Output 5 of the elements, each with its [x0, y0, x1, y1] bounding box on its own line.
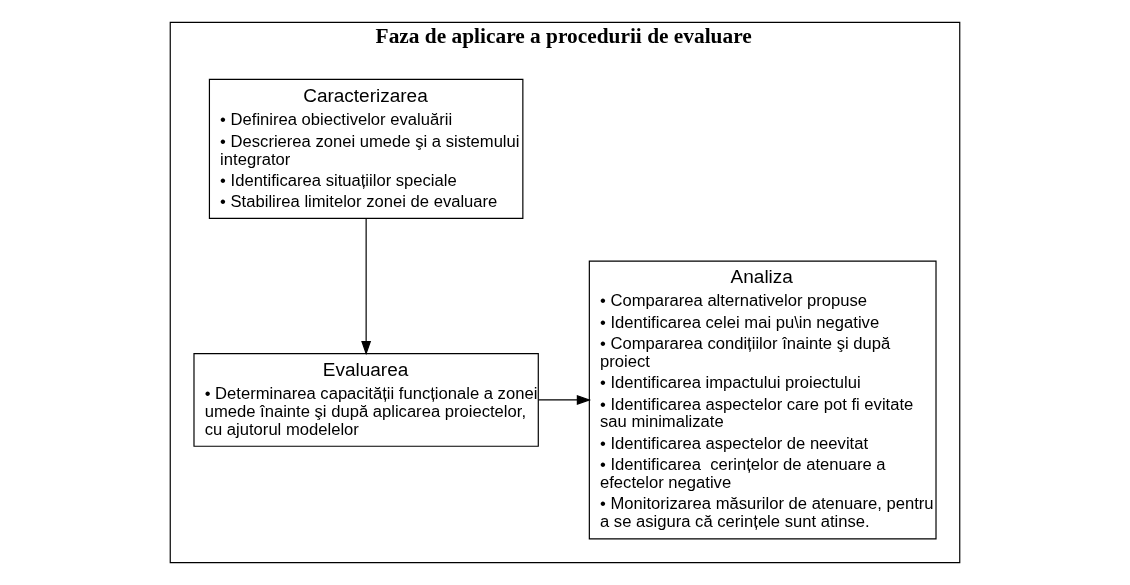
node-box: Evaluarea • Determinarea capacității funcționale a zonei umede înainte şi după aplicarea proiectelor, cu ajutorul modelelor — [193, 353, 539, 447]
node-box: Analiza • Compararea alternativelor propuse • Identificarea celei mai pu\in negative • Compararea condițiilor înainte şi după proiect • Identificarea impactului proiectului • Identificarea aspectelor care pot fi evitate sau minimalizate • Identificarea aspectelor de neevitat • Identificarea cerințelor de atenuare a efectelor negative • Monitorizarea măsurilor de atenuare, pentru a se asigura că cerințele sunt atinse. — [588, 260, 937, 540]
arrow — [361, 217, 372, 356]
node-box: Caracterizarea • Definirea obiectivelor evaluării • Descrierea zonei umede şi a sistemului integrator • Identificarea situațiilor speciale • Stabilirea limitelor zonei de evaluare — [208, 78, 524, 219]
arrow — [537, 394, 592, 405]
